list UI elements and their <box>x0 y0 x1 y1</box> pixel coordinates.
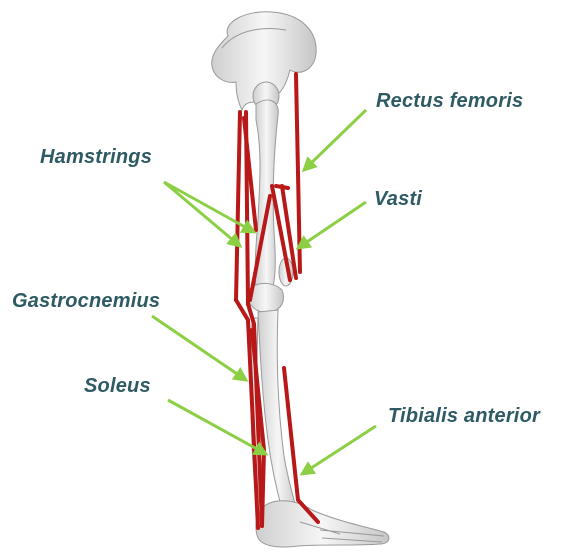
rectus-femoris-arrow <box>304 110 366 170</box>
hamstrings-label: Hamstrings <box>40 146 152 169</box>
foot-bones <box>256 501 389 547</box>
gastrocnemius-arrow <box>152 316 246 380</box>
soleus-label: Soleus <box>84 375 151 398</box>
rectus-femoris-muscle <box>296 74 300 272</box>
vasti-label: Vasti <box>374 188 422 211</box>
hamstrings-arrow-1 <box>164 182 240 246</box>
rectus-femoris-label: Rectus femoris <box>376 90 523 113</box>
tibialis-anterior-arrow <box>302 426 376 474</box>
vasti-arrow <box>298 202 366 248</box>
vasti-muscle-3 <box>276 186 288 188</box>
gastrocnemius-label: Gastrocnemius <box>12 290 160 313</box>
tibialis-anterior-label: Tibialis anterior <box>388 405 540 428</box>
hamstring-muscle-1 <box>236 112 240 300</box>
hamstrings-arrow-2 <box>164 182 254 232</box>
